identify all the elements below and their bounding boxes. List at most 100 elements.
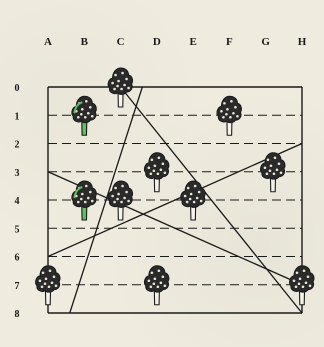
foliage-speckle bbox=[189, 198, 192, 201]
column-labels: A B C D E F G H bbox=[44, 36, 307, 48]
tree-icon bbox=[72, 96, 96, 135]
foliage-speckle bbox=[120, 88, 123, 91]
foliage-speckle bbox=[127, 200, 130, 203]
foliage-speckle bbox=[81, 108, 84, 111]
foliage-speckle bbox=[41, 285, 44, 288]
foliage-speckle bbox=[91, 200, 94, 203]
foliage-speckle bbox=[230, 100, 233, 103]
tree-icon bbox=[108, 181, 132, 220]
foliage-speckle bbox=[305, 281, 308, 284]
foliage-speckle bbox=[148, 279, 151, 282]
foliage-speckle bbox=[158, 269, 161, 272]
row-label: 7 bbox=[15, 281, 20, 292]
foliage-speckle bbox=[153, 169, 156, 172]
tree-icon bbox=[181, 181, 205, 220]
foliage-speckle bbox=[127, 87, 130, 90]
foliage-speckle bbox=[225, 113, 228, 116]
foliage-speckle bbox=[77, 201, 80, 204]
foliage-speckle bbox=[114, 187, 117, 190]
column-label: G bbox=[261, 36, 270, 48]
foliage-speckle bbox=[299, 277, 302, 280]
foliage-speckle bbox=[229, 116, 232, 119]
foliage-speckle bbox=[114, 74, 117, 77]
column-label: A bbox=[44, 36, 52, 48]
foliage-speckle bbox=[42, 271, 45, 274]
foliage-speckle bbox=[264, 166, 267, 169]
foliage-speckle bbox=[116, 198, 119, 201]
foliage-speckle bbox=[296, 271, 299, 274]
foliage-speckle bbox=[48, 285, 51, 288]
foliage-speckle bbox=[220, 110, 223, 113]
row-label: 4 bbox=[15, 196, 20, 207]
foliage-speckle bbox=[186, 201, 189, 204]
foliage-speckle bbox=[113, 88, 116, 91]
foliage-speckle bbox=[198, 191, 201, 194]
foliage-speckle bbox=[223, 102, 226, 105]
column-label: H bbox=[298, 36, 307, 48]
foliage-speckle bbox=[154, 277, 157, 280]
column-label: D bbox=[153, 36, 161, 48]
row-label: 1 bbox=[15, 111, 20, 122]
tree-icon bbox=[72, 181, 96, 220]
foliage-speckle bbox=[234, 106, 237, 109]
foliage-speckle bbox=[307, 275, 310, 278]
foliage-speckle bbox=[80, 113, 83, 116]
row-label: 6 bbox=[15, 253, 20, 264]
foliage-speckle bbox=[150, 285, 153, 288]
foliage-speckle bbox=[303, 269, 306, 272]
foliage-speckle bbox=[80, 198, 83, 201]
foliage-speckle bbox=[232, 112, 235, 115]
foliage-speckle bbox=[111, 195, 114, 198]
tree-icon bbox=[36, 266, 60, 305]
column-label: E bbox=[189, 36, 196, 48]
foliage-speckle bbox=[53, 275, 56, 278]
row-label: 8 bbox=[15, 309, 20, 320]
foliage-speckle bbox=[91, 115, 94, 118]
foliage-speckle bbox=[162, 275, 165, 278]
foliage-speckle bbox=[309, 284, 312, 287]
foliage-speckle bbox=[49, 269, 52, 272]
foliage-speckle bbox=[270, 164, 273, 167]
foliage-speckle bbox=[85, 100, 88, 103]
tree-icon bbox=[261, 153, 285, 192]
column-label: B bbox=[81, 36, 89, 48]
tree-foliage bbox=[144, 266, 168, 292]
foliage-speckle bbox=[121, 185, 124, 188]
foliage-speckle bbox=[51, 281, 54, 284]
foliage-speckle bbox=[267, 158, 270, 161]
foliage-speckle bbox=[157, 172, 160, 175]
foliage-speckle bbox=[293, 279, 296, 282]
foliage-speckle bbox=[273, 172, 276, 175]
column-label: C bbox=[117, 36, 125, 48]
foliage-speckle bbox=[157, 285, 160, 288]
foliage-speckle bbox=[85, 185, 88, 188]
tree-foliage bbox=[36, 266, 60, 292]
tree-icon bbox=[144, 153, 168, 192]
foliage-speckle bbox=[200, 200, 203, 203]
tree-foliage bbox=[144, 153, 168, 179]
row-label: 3 bbox=[15, 168, 20, 179]
foliage-speckle bbox=[121, 72, 124, 75]
foliage-speckle bbox=[276, 168, 279, 171]
foliage-speckle bbox=[125, 78, 128, 81]
tree-foliage bbox=[108, 181, 132, 207]
foliage-speckle bbox=[278, 162, 281, 165]
foliage-speckle bbox=[196, 197, 199, 200]
column-label: F bbox=[226, 36, 233, 48]
row-label: 5 bbox=[15, 224, 20, 235]
foliage-speckle bbox=[77, 116, 80, 119]
tree-icon bbox=[108, 68, 132, 107]
foliage-speckle bbox=[190, 193, 193, 196]
foliage-speckle bbox=[164, 284, 167, 287]
foliage-speckle bbox=[148, 166, 151, 169]
foliage-speckle bbox=[194, 185, 197, 188]
foliage-speckle bbox=[193, 201, 196, 204]
foliage-speckle bbox=[120, 201, 123, 204]
foliage-speckle bbox=[45, 277, 48, 280]
foliage-speckle bbox=[117, 80, 120, 83]
tree-icon bbox=[144, 266, 168, 305]
foliage-speckle bbox=[116, 85, 119, 88]
